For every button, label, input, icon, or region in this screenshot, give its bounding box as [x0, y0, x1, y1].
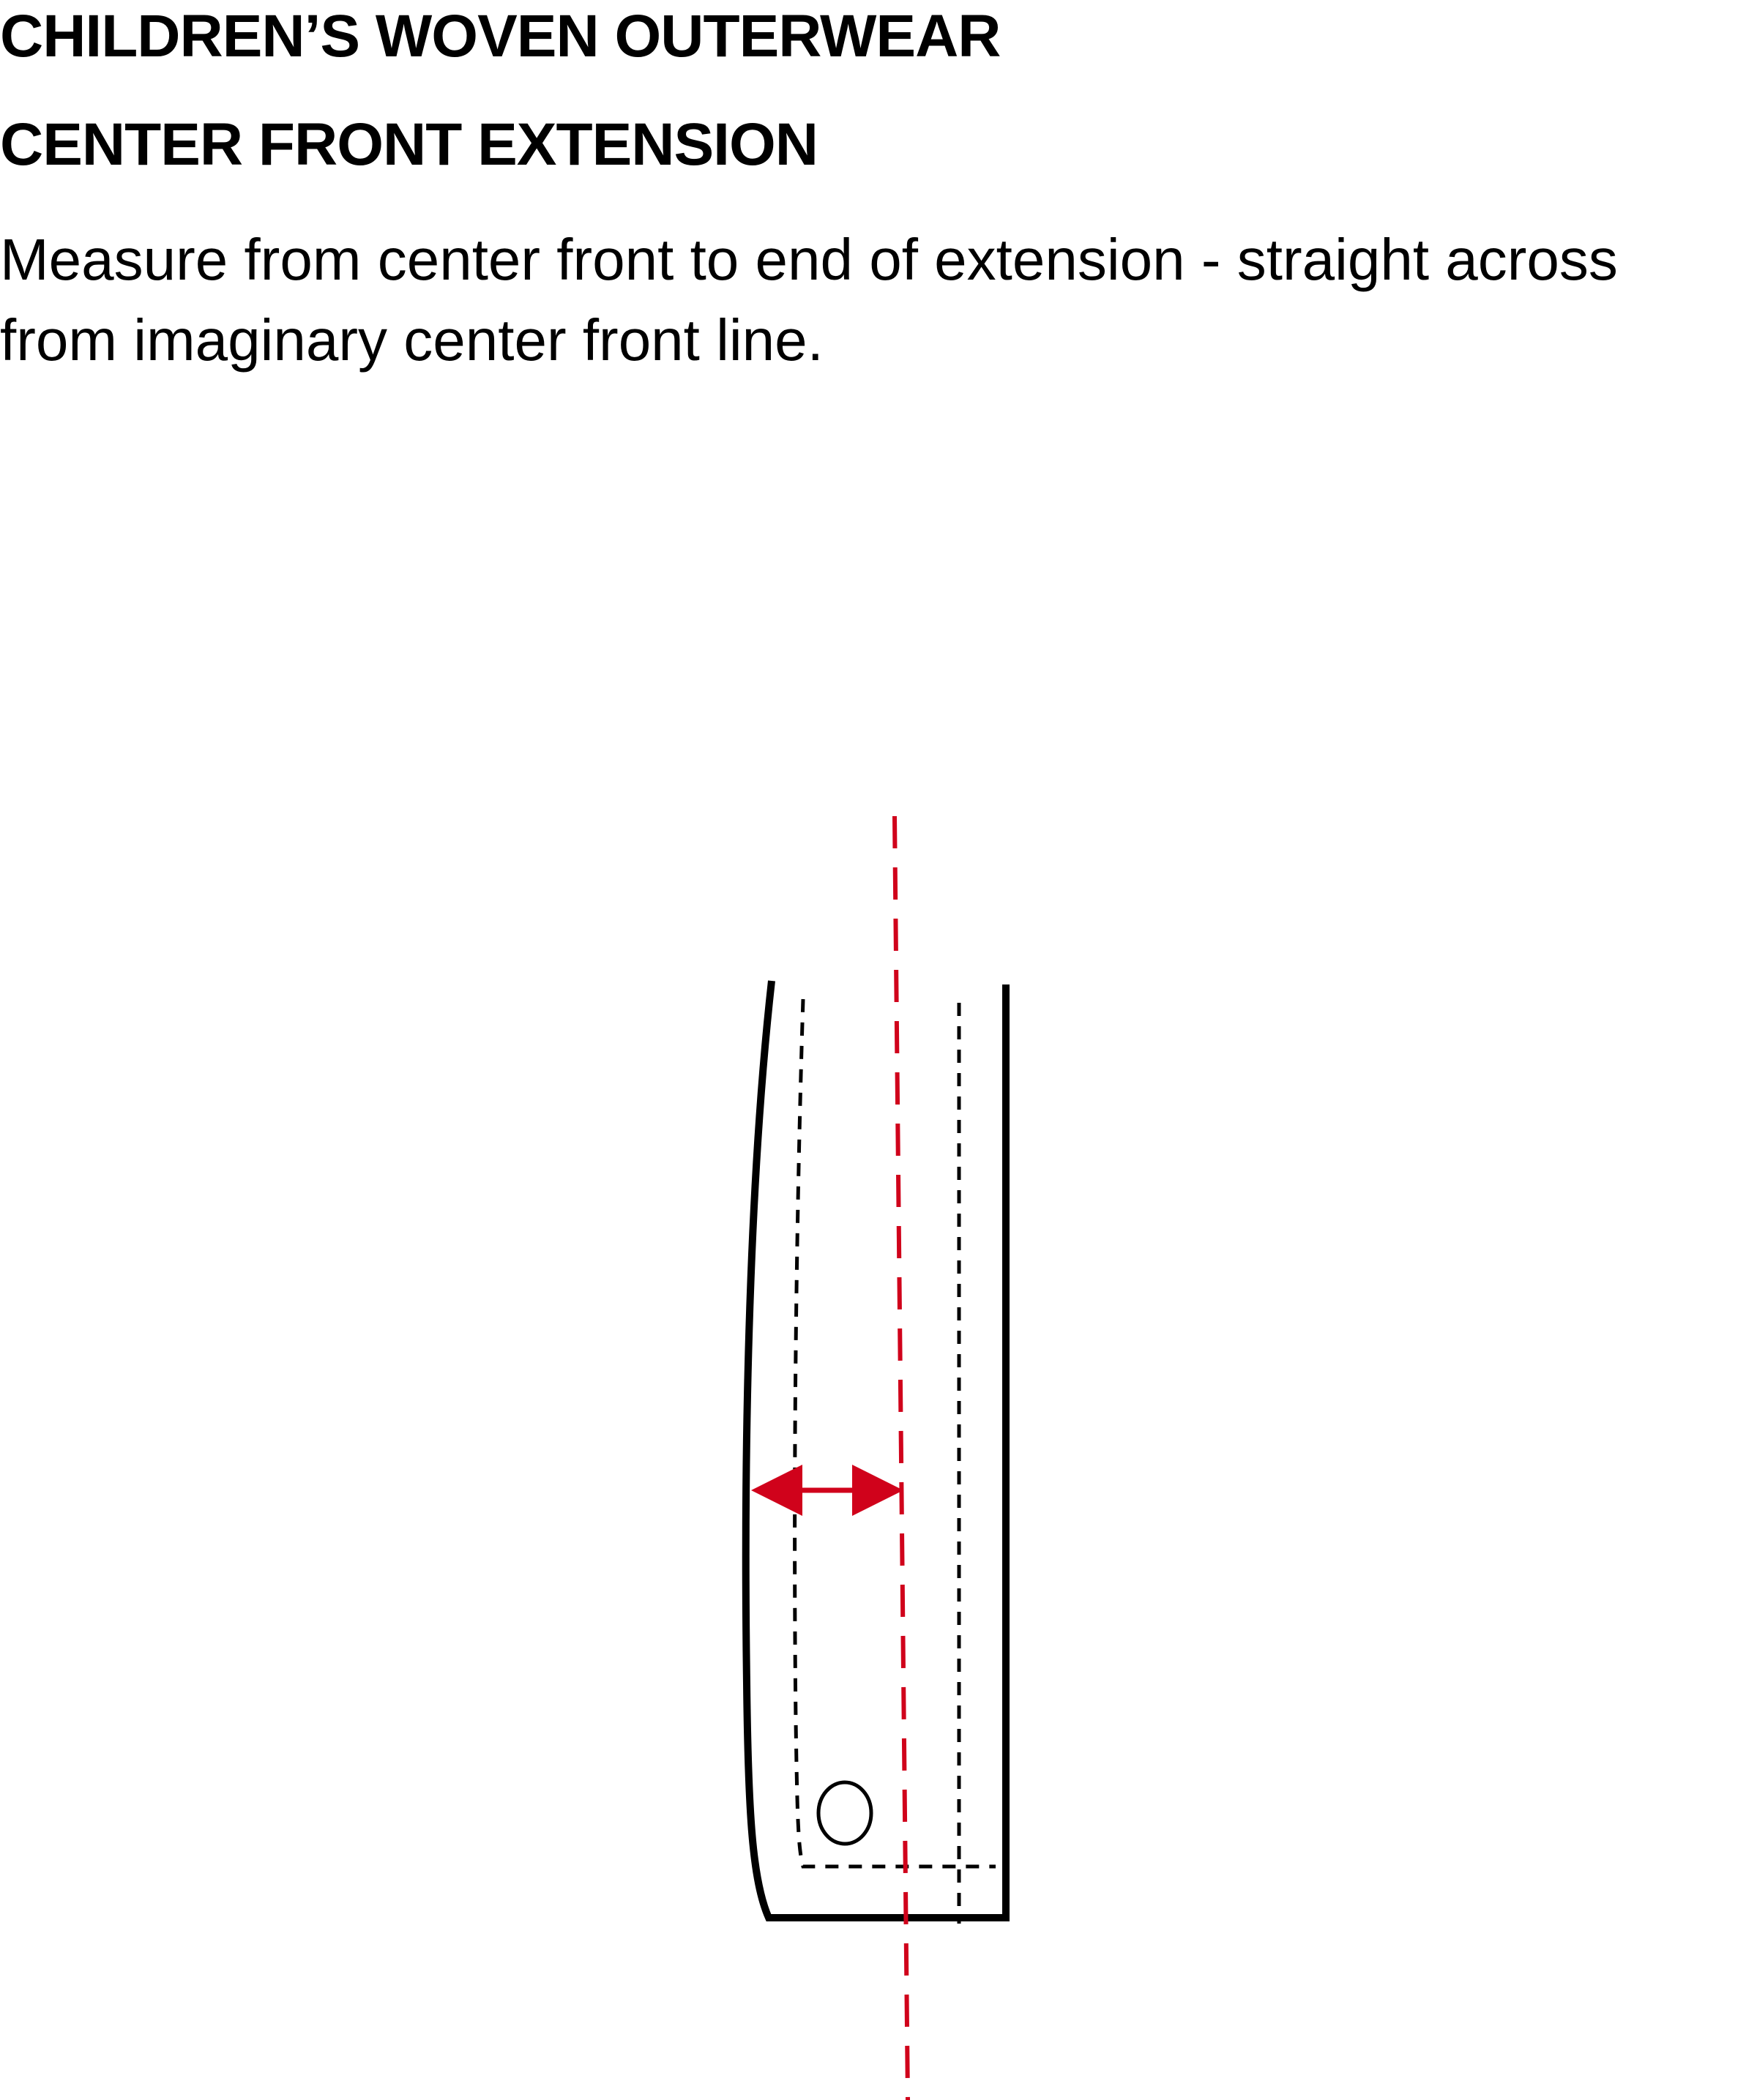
page-title: CHILDREN’S WOVEN OUTERWEAR [0, 3, 1001, 70]
page-subtitle: CENTER FRONT EXTENSION [0, 111, 818, 178]
instruction-line-1: Measure from center front to end of exte… [0, 227, 1618, 292]
button-circle-icon [816, 1780, 873, 1846]
center-front-line [892, 815, 910, 2100]
placket-outline [742, 980, 1010, 1921]
measurement-instructions: Measure from center front to end of exte… [0, 220, 1757, 381]
instruction-line-2: from imaginary center front line. [0, 307, 824, 373]
left-topstitch-line [793, 998, 996, 1869]
